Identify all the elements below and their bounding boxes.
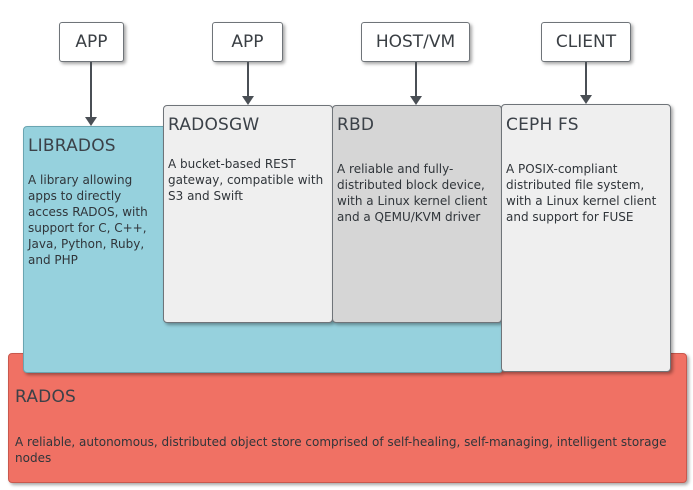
- librados-title: LIBRADOS: [28, 136, 116, 156]
- rados-box: RADOS A reliable, autonomous, distribute…: [8, 353, 687, 483]
- rados-description: A reliable, autonomous, distributed obje…: [15, 435, 667, 465]
- arrow-app2-radosgw-head: [242, 96, 254, 105]
- arrow-client-cephfs-head: [580, 95, 592, 104]
- radosgw-title: RADOSGW: [168, 115, 260, 135]
- cephfs-box: CEPH FS A POSIX-compliant distributed fi…: [501, 104, 671, 372]
- client-label: CLIENT: [541, 22, 631, 62]
- arrow-host-rbd-head: [410, 96, 422, 105]
- arrow-client-cephfs: [585, 62, 587, 96]
- cephfs-description: A POSIX-compliant distributed file syste…: [506, 162, 657, 224]
- app-label-2: APP: [212, 22, 283, 62]
- rbd-title: RBD: [337, 115, 375, 135]
- rbd-description: A reliable and fully-distributed block d…: [337, 162, 488, 224]
- rados-title: RADOS: [15, 387, 77, 407]
- radosgw-description: A bucket-based REST gateway, compatible …: [168, 157, 324, 203]
- radosgw-box: RADOSGW A bucket-based REST gateway, com…: [163, 105, 333, 323]
- arrow-app1-librados-head: [85, 117, 97, 126]
- arrow-app1-librados: [90, 62, 92, 118]
- arrow-host-rbd: [415, 62, 417, 97]
- app-label-1: APP: [59, 22, 124, 62]
- arrow-app2-radosgw: [247, 62, 249, 97]
- librados-description: A library allowing apps to directly acce…: [28, 173, 148, 267]
- host-vm-label: HOST/VM: [361, 22, 470, 62]
- rbd-box: RBD A reliable and fully-distributed blo…: [332, 105, 502, 323]
- cephfs-title: CEPH FS: [506, 115, 579, 135]
